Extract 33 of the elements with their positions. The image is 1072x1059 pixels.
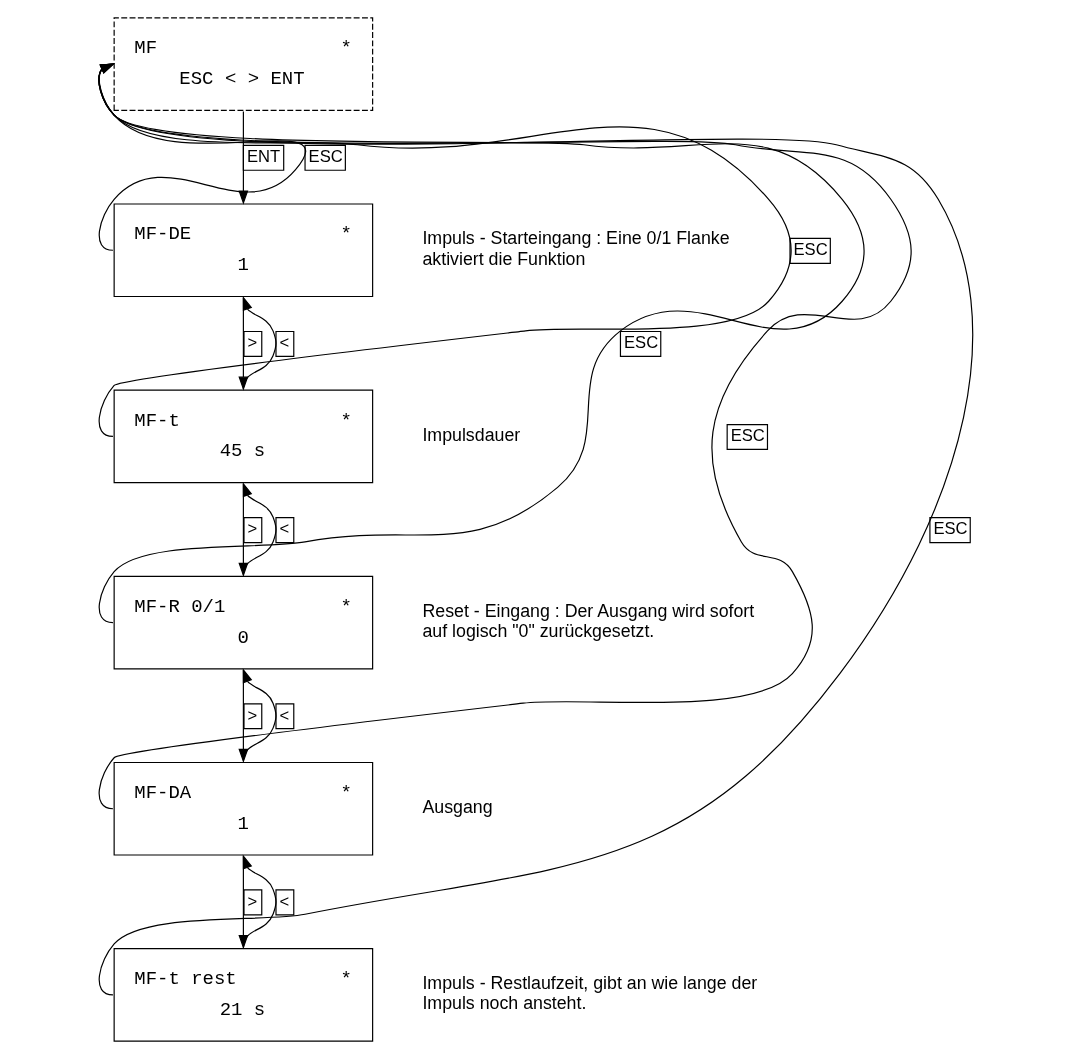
node-box: MF-t rest * 21 s — [113, 948, 374, 1042]
edge-label: > — [247, 705, 258, 725]
node-box: MF * ESC < > ENT — [113, 17, 374, 111]
node-box: MF-DE * 1 — [113, 203, 374, 298]
arrow — [242, 296, 277, 390]
edge-label: ESC — [933, 519, 968, 539]
edge-label: < — [279, 891, 290, 911]
edge-label: ESC — [624, 333, 659, 353]
node-box: MF-R 0/1 * 0 — [113, 575, 374, 670]
node-label: Reset - Eingang : Der Ausgang wird sofort auf logisch "0" zurückgesetzt. — [422, 600, 755, 641]
node-box: MF-t * 45 s — [113, 389, 374, 484]
edge-label: < — [279, 519, 290, 539]
arrow — [242, 854, 277, 949]
arrow — [238, 110, 249, 205]
arrow — [242, 482, 277, 576]
arrow — [98, 63, 306, 251]
edge-label: ESC — [308, 147, 343, 167]
edge-label: > — [247, 333, 258, 353]
arrow — [98, 63, 974, 996]
node-label: Impulsdauer — [422, 424, 521, 445]
node-label: Impuls - Starteingang : Eine 0/1 Flanke aktiviert die Funktion — [422, 228, 730, 269]
node-label: Ausgang — [422, 796, 493, 817]
edge-label: ENT — [246, 147, 281, 167]
node-box: MF-DA * 1 — [113, 761, 374, 856]
arrow — [98, 63, 912, 810]
node-label: Impuls - Restlaufzeit, gibt an wie lange der Impuls noch ansteht. — [422, 972, 758, 1014]
edge-label: > — [247, 891, 258, 911]
edge-label: ESC — [730, 426, 765, 446]
edge-label: ESC — [793, 240, 828, 260]
edge-label: < — [279, 705, 290, 725]
edge-label: > — [247, 519, 258, 539]
arrow — [242, 668, 277, 762]
edge-label: < — [279, 333, 290, 353]
